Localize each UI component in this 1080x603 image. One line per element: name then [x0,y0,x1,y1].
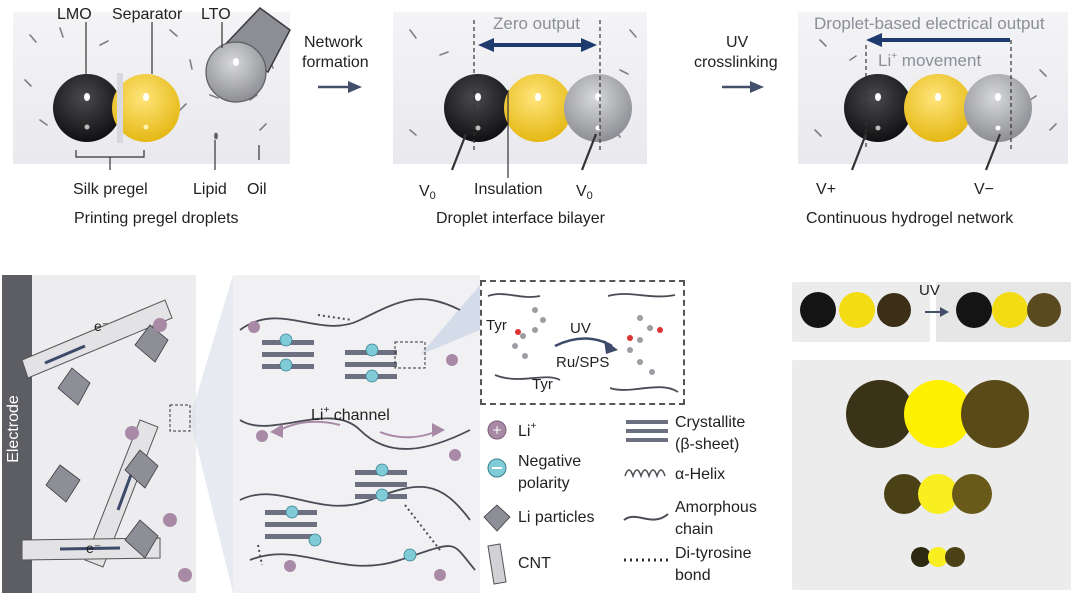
legend-crystallite-1: Crystallite [675,414,746,431]
label-electrode: Electrode [4,395,22,463]
label-oil: Oil [247,181,267,198]
legend-amorphous-1: Amorphous [675,499,757,516]
inset-tyr-top: Tyr [486,317,507,334]
caption-printing: Printing pregel droplets [74,210,239,227]
label-electrical-output: Droplet-based electrical output [814,14,1045,33]
legend-helix: α-Helix [675,466,726,483]
label-zero-output: Zero output [493,14,580,33]
inset-ru-sps: Ru/SPS [556,354,610,371]
legend-crystallite-2: (β-sheet) [675,436,740,453]
legend-ditrosine-2: bond [675,567,711,584]
svg-text:+: + [492,423,502,437]
panel-crosslink-inset [480,280,685,405]
legend-cnt: CNT [518,555,551,572]
arrow1-line1: Network [304,34,363,51]
caption-bilayer: Droplet interface bilayer [436,210,605,227]
label-insulation: Insulation [474,181,543,198]
label-silk-pregel: Silk pregel [73,181,148,198]
label-lipid: Lipid [193,181,227,198]
label-lto: LTO [201,6,231,23]
legend-ditrosine-1: Di-tyrosine [675,545,752,562]
label-lmo: LMO [57,6,92,23]
arrow2-line2: crosslinking [694,54,778,71]
legend-li: Li+ [518,421,537,440]
label-li-movement: Li+ movement [878,51,982,70]
inset-uv: UV [570,320,591,337]
inset-tyr-bottom: Tyr [532,376,553,393]
legend-negative-2: polarity [518,475,570,492]
label-v-plus: V+ [816,181,837,198]
arrow1-line2: formation [302,54,369,71]
label-v0-right: V0 [576,183,593,202]
arrow2-line1: UV [726,34,749,51]
label-v0-left: V0 [419,183,436,202]
label-electron-2: e⁻ [86,540,102,556]
legend-negative-1: Negative [518,453,582,470]
caption-hydrogel: Continuous hydrogel network [806,210,1014,227]
label-li-channel: Li+ channel [311,405,390,424]
label-v-minus: V− [974,181,995,198]
label-electron-1: e⁻ [94,318,110,334]
legend-li-particles: Li particles [518,509,595,526]
legend-amorphous-2: chain [675,521,714,538]
label-separator: Separator [112,6,183,23]
photo-uv-label: UV [919,282,940,299]
panel-silk-network [233,275,480,593]
